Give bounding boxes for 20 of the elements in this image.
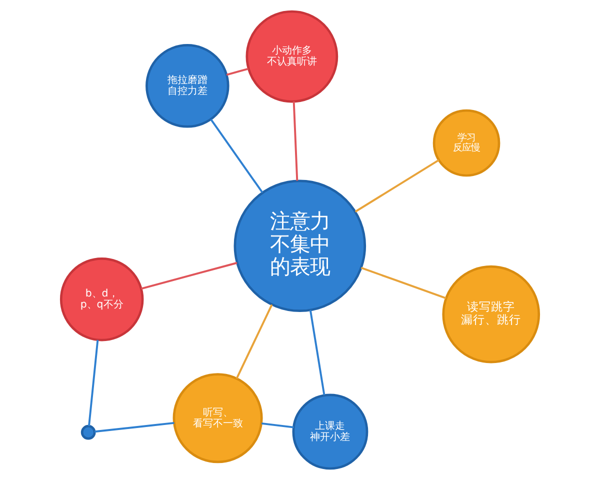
connector <box>210 118 264 194</box>
node-circle: 拖拉磨蹭自控力差 <box>146 44 230 128</box>
node-circle: 听写、看写不一致 <box>172 373 263 464</box>
connector <box>226 68 249 76</box>
node-circle: 小动作多不认真听讲 <box>246 10 338 103</box>
node-circle: 上课走神开小差 <box>292 394 368 470</box>
node-circle <box>80 424 96 440</box>
connector <box>94 422 174 433</box>
node-circle: 读写跳字漏行、跳行 <box>442 265 540 364</box>
connector <box>309 310 326 396</box>
node-circle: b、d，p、q不分 <box>60 257 144 342</box>
connector <box>236 304 273 379</box>
connector <box>360 266 446 300</box>
connector <box>292 101 298 181</box>
node-circle: 注意力不集中的表现 <box>234 180 366 312</box>
node-circle: 学习反应慢 <box>432 109 500 177</box>
connector <box>354 159 440 212</box>
connector <box>261 422 294 428</box>
connector <box>141 262 238 290</box>
connector <box>88 340 99 426</box>
